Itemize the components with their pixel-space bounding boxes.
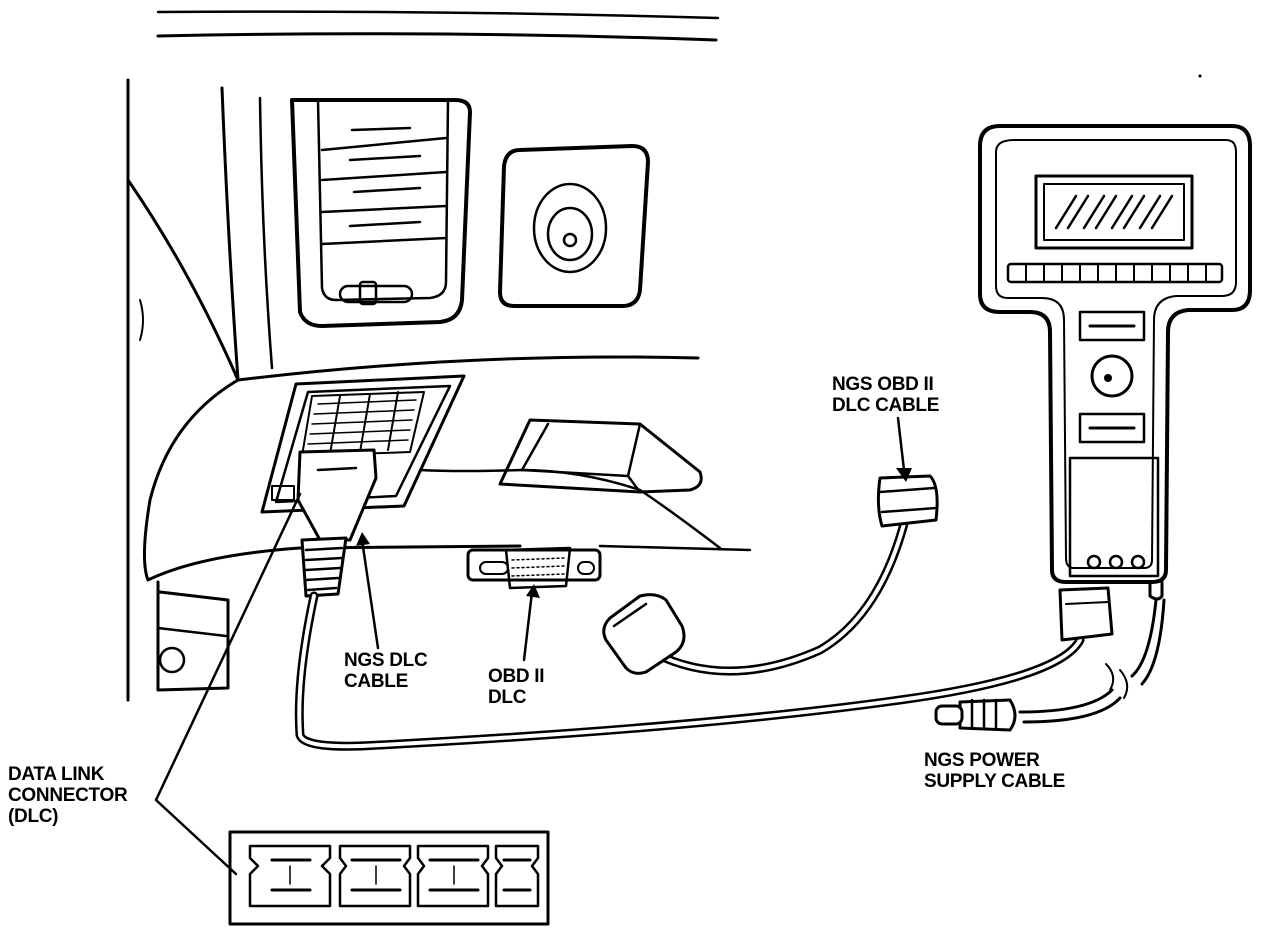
- data-link-connector-label: DATA LINK CONNECTOR (DLC): [8, 764, 128, 827]
- ngs-dlc-plug: [296, 448, 378, 598]
- vent-icon: [290, 98, 472, 328]
- ngs-dlc-cable-label: NGS DLC CABLE: [344, 650, 428, 692]
- knob-panel-icon: [498, 144, 650, 308]
- ngs-obd-cable: [602, 474, 939, 676]
- ngs-dlc-cable: [294, 591, 1085, 751]
- windshield-lines: [156, 10, 720, 42]
- leader-lines: [154, 416, 912, 876]
- dlc-mount: [260, 374, 466, 514]
- ngs-tester-icon: [978, 124, 1252, 642]
- obd-dlc-label: OBD II DLC: [488, 666, 545, 708]
- obd-dlc-icon: [466, 546, 602, 590]
- latch-icon: [498, 418, 703, 494]
- dlc-detail-inset: [228, 830, 550, 926]
- ngs-power-supply-cable-label: NGS POWER SUPPLY CABLE: [924, 750, 1066, 792]
- instrument-panel: [126, 78, 752, 702]
- ngs-power-cable: [934, 598, 1166, 732]
- ngs-obd-dlc-cable-label: NGS OBD II DLC CABLE: [832, 374, 940, 416]
- speck: [1198, 74, 1202, 78]
